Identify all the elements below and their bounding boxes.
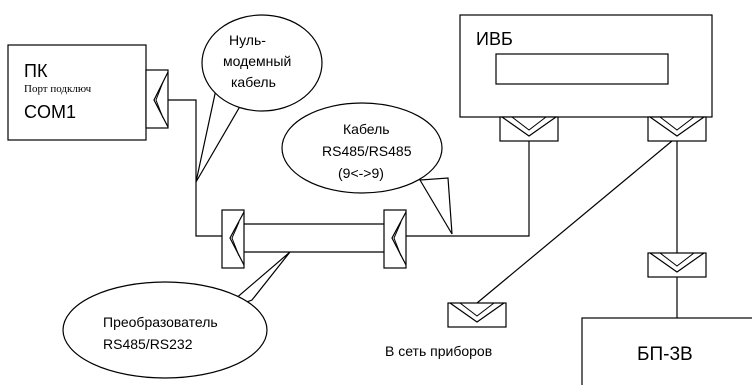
null-modem-line2: модемный — [223, 53, 291, 69]
network-wire — [476, 140, 673, 304]
pc-title: ПК — [24, 61, 48, 81]
cable-line1: Кабель — [343, 121, 390, 137]
cable-line2: RS485/RS485 — [322, 143, 412, 159]
network-connector — [447, 302, 507, 328]
bp-box — [581, 317, 752, 390]
network-label: В сеть приборов — [385, 343, 492, 359]
ivb-title: ИВБ — [476, 29, 513, 49]
pc-block: ПК Порт подключ COM1 — [7, 44, 147, 141]
bp-block: БП-3В — [581, 317, 752, 390]
converter-cable — [244, 223, 384, 253]
rs485-wire — [406, 141, 530, 237]
pc-com-connector — [145, 69, 169, 129]
converter-connector-right — [383, 209, 407, 269]
callout-converter: Преобразователь RS485/RS232 — [62, 251, 291, 379]
converter-line2: RS485/RS232 — [103, 336, 193, 352]
callout-null-modem: Нуль- модемный кабель — [195, 14, 323, 183]
pc-box — [7, 44, 147, 141]
null-modem-wire — [168, 99, 222, 237]
null-modem-line3: кабель — [231, 74, 276, 90]
ivb-connector-right — [647, 116, 707, 142]
ivb-display — [495, 53, 669, 85]
converter-connector-left — [221, 209, 245, 269]
cable-line3: (9<->9) — [338, 165, 384, 181]
pc-port-label: Порт подключ — [24, 83, 92, 95]
converter-line1: Преобразователь — [103, 314, 218, 330]
ivb-connector-left — [499, 116, 559, 142]
bp-connector — [647, 252, 707, 278]
bp-title: БП-3В — [637, 344, 693, 365]
pc-com-label: COM1 — [24, 102, 76, 122]
callout-cable: Кабель RS485/RS485 (9<->9) — [281, 102, 453, 235]
null-modem-line1: Нуль- — [229, 32, 266, 48]
ivb-block: ИВБ — [459, 14, 713, 118]
wires — [168, 99, 678, 318]
